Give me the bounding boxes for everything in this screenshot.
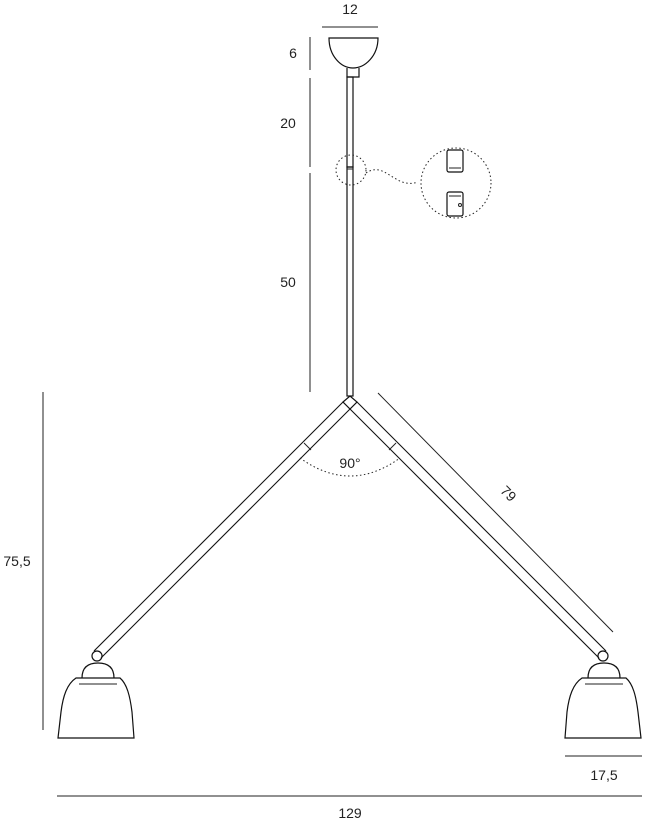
right-shade-cap <box>587 662 621 679</box>
upper-rod <box>346 76 354 168</box>
right-arm-outer <box>356 401 607 652</box>
lower-rod-label: 50 <box>280 274 296 290</box>
joint-highlight-circle <box>335 154 367 186</box>
detail-magnifier-circle <box>420 147 492 219</box>
detail-screw-hole <box>458 203 462 207</box>
total-drop-label: 75,5 <box>3 553 30 569</box>
left-pivot-joint <box>91 650 103 662</box>
left-arm-inner <box>100 408 351 659</box>
lower-rod <box>346 166 354 397</box>
callout-leader-line <box>365 169 419 184</box>
central-hub <box>342 395 358 410</box>
right-pivot-joint <box>597 650 609 662</box>
arm-length-dimension-line <box>377 392 614 633</box>
canopy-neck <box>346 68 360 78</box>
left-arm-outer <box>93 401 344 652</box>
shade-width-label: 17,5 <box>590 767 617 783</box>
right-shade <box>564 677 642 739</box>
detail-lower-connector <box>446 191 464 217</box>
right-arm-inner <box>349 408 600 659</box>
ceiling-canopy <box>328 37 379 69</box>
arm-length-label: 79 <box>497 482 519 504</box>
canopy-height-label: 6 <box>289 45 297 61</box>
left-arm-joint <box>303 442 312 451</box>
detail-upper-connector <box>446 149 464 173</box>
left-shade-cap <box>81 662 115 679</box>
canopy-width-label: 12 <box>342 1 358 17</box>
upper-rod-label: 20 <box>280 115 296 131</box>
left-shade <box>57 677 135 739</box>
arm-angle-label: 90° <box>339 455 360 471</box>
right-arm-joint <box>388 442 397 451</box>
angle-arc <box>299 457 401 477</box>
total-width-label: 129 <box>338 805 362 821</box>
